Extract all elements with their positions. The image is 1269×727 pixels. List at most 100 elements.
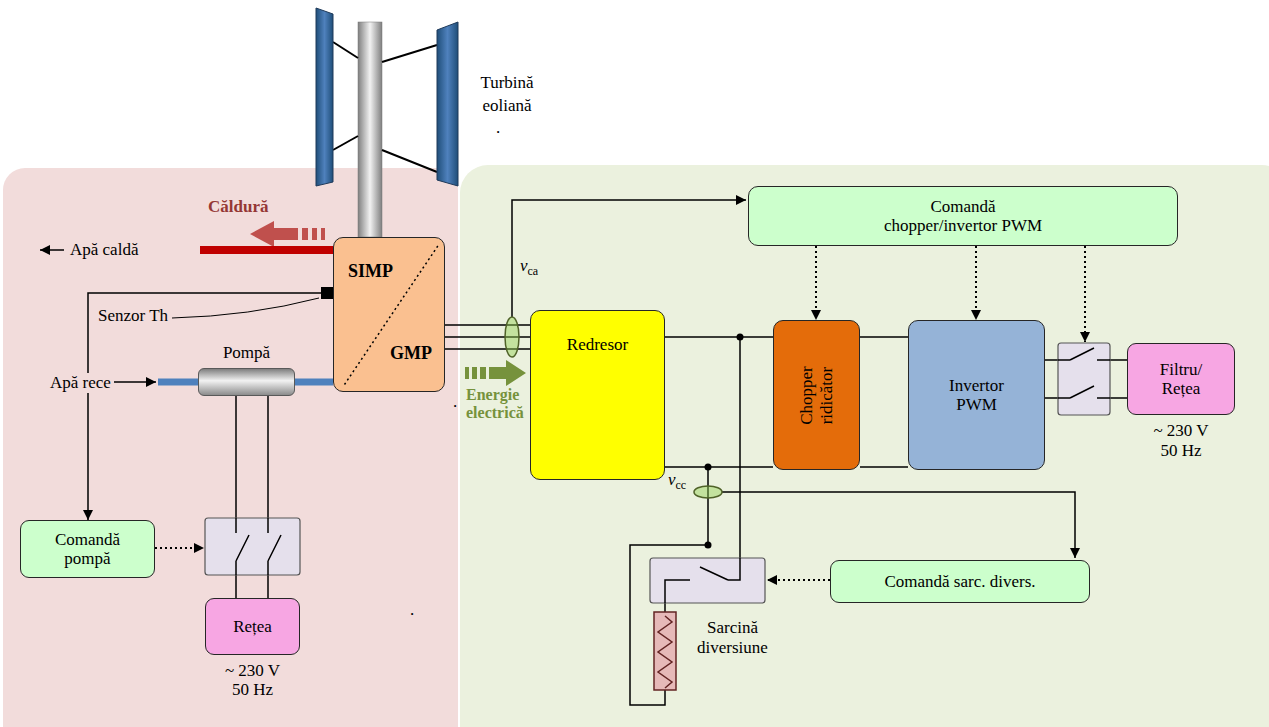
heat-arrow-stripe — [312, 228, 317, 240]
dc-wire — [664, 603, 666, 612]
generator-box: SIMP GMP — [333, 237, 445, 392]
control-box: Comandă chopper/invertor PWM — [748, 186, 1178, 246]
label-anchor: Senzor Th — [98, 306, 168, 326]
grid-box: Rețea~ 230 V 50 Hz — [205, 598, 300, 655]
label-anchor: Apă caldă — [70, 240, 138, 260]
control-arrow — [815, 246, 817, 320]
voltage-sensor — [505, 317, 519, 357]
node-label: Chopper ridicător — [797, 356, 836, 434]
dc-wire — [739, 337, 741, 558]
stray-mark: . — [410, 600, 414, 620]
panel-heading: Căldură — [208, 197, 268, 217]
control-box: Comandă sarc. divers. — [830, 560, 1090, 603]
junction-dot — [737, 334, 744, 341]
flow-name: Apă caldă — [70, 240, 138, 260]
junction-dot — [705, 464, 712, 471]
part-name: Senzor Th — [98, 306, 168, 326]
part-name: Turbină eoliană — [474, 72, 540, 118]
diversion-switch — [650, 558, 765, 603]
heat-arrow — [250, 221, 298, 247]
junction-dot — [705, 542, 712, 549]
voltage-sensor — [694, 486, 722, 498]
control-arrow — [1084, 246, 1086, 342]
control-box: Comandă pompă — [20, 520, 155, 578]
node-label: Comandă pompă — [40, 530, 135, 569]
label-anchor: . — [453, 392, 457, 412]
turbine-strut — [382, 45, 437, 62]
leader-line — [172, 298, 319, 318]
label-anchor: Sarcină diversiune — [690, 618, 775, 657]
split-line — [345, 244, 440, 385]
switch-contact — [1058, 386, 1110, 398]
node-label: ~ 230 V 50 Hz — [1145, 421, 1217, 460]
pump-switch — [205, 518, 300, 575]
switch-contact — [236, 518, 249, 575]
control-arrow — [975, 246, 977, 320]
grid-switch — [1058, 343, 1110, 415]
dc-bus-wire — [860, 466, 908, 468]
resistor-zigzag — [658, 616, 672, 688]
turbine-strut — [333, 136, 358, 150]
energy-arrow-stripe — [472, 367, 477, 379]
turbine-strut — [382, 150, 437, 172]
node-label: Redresor — [567, 335, 628, 355]
turbine-blade — [316, 8, 333, 186]
electric-panel: Energie electrică Comandă chopper/inverto… — [460, 165, 1269, 727]
electric-panel-ground — [460, 165, 1269, 727]
node-label: Pompă — [223, 343, 270, 363]
node-label: Filtru/ Rețea — [1150, 360, 1212, 399]
flow-arrow — [40, 249, 64, 251]
dc-bus-wire — [860, 336, 908, 338]
chopper-box: Chopper ridicător — [773, 320, 860, 470]
heat-arrow-stripe — [321, 228, 325, 240]
turbine-strut — [333, 42, 358, 58]
measurement-line — [722, 492, 1075, 558]
heat-arrow-stripe — [302, 228, 308, 240]
label-anchor: vca — [520, 256, 538, 279]
turbine-tower — [358, 22, 382, 237]
node-label: Invertor PWM — [939, 376, 1014, 415]
rectifier-box: Redresor — [530, 310, 665, 480]
switch-contact — [665, 558, 740, 603]
filter-grid-box: Filtru/ Rețea~ 230 V 50 Hz — [1127, 343, 1235, 415]
energy-arrow-stripe — [480, 367, 486, 379]
stray-mark: . — [453, 392, 457, 412]
pump-symbol: Pompă — [198, 368, 295, 396]
turbine-blade — [437, 22, 458, 186]
cold-water-pipe — [158, 379, 198, 386]
control-arrow — [767, 579, 830, 581]
label-anchor: vcc — [668, 470, 686, 493]
panel-heading: Energie electrică — [466, 386, 528, 423]
node-label: Comandă chopper/invertor PWM — [877, 197, 1049, 236]
heat-panel-ground — [3, 168, 458, 727]
stray-mark: . — [496, 118, 500, 138]
signal-name: vcc — [668, 470, 686, 493]
label-anchor: Turbină eoliană — [474, 72, 540, 118]
node-label: Comandă sarc. divers. — [884, 572, 1035, 592]
flow-arrow — [114, 381, 156, 383]
hot-water-pipe — [200, 246, 333, 254]
dc-bus-wire — [665, 336, 773, 338]
label-anchor: . — [410, 600, 414, 620]
energy-arrow — [489, 360, 526, 386]
resistor-symbol — [654, 612, 676, 690]
measurement-line — [512, 200, 746, 317]
node-label: ~ 230 V 50 Hz — [217, 661, 289, 700]
part-name: Sarcină diversiune — [690, 618, 775, 657]
switch-contact — [1058, 348, 1110, 360]
label-anchor: . — [496, 118, 500, 138]
control-arrow — [155, 547, 204, 549]
temperature-sensor — [321, 287, 333, 299]
node-label: Rețea — [233, 617, 272, 637]
energy-arrow-stripe — [465, 367, 469, 379]
flow-name: Apă rece — [48, 373, 113, 393]
label-anchor: Apă rece — [48, 373, 113, 393]
signal-name: vca — [520, 256, 538, 279]
sensor-line — [88, 293, 333, 520]
water-pipe — [295, 379, 333, 386]
node-label: GMP — [390, 343, 432, 364]
node-label: SIMP — [348, 261, 393, 282]
inverter-box: Invertor PWM — [908, 320, 1045, 470]
switch-contact — [268, 518, 281, 575]
